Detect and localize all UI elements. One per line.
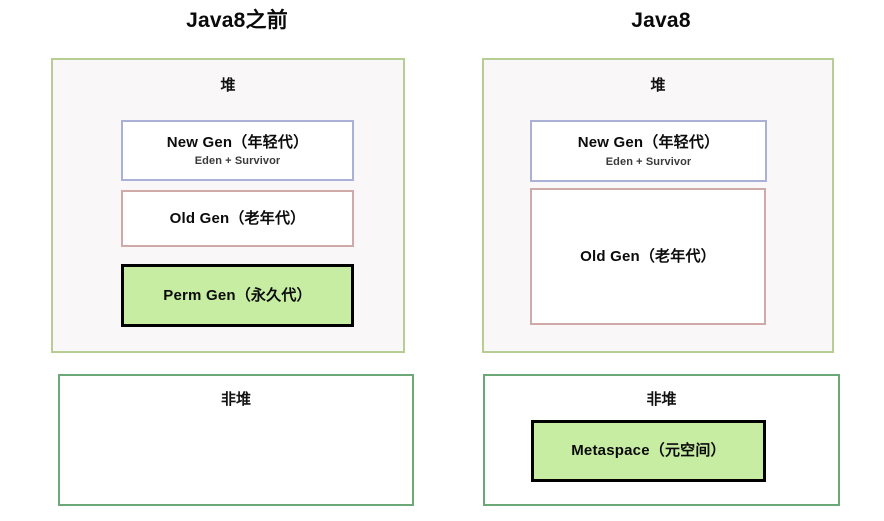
panel-title-pre-java8: Java8之前 bbox=[186, 9, 288, 32]
left-new-gen-subtitle: Eden + Survivor bbox=[194, 155, 281, 168]
right-metaspace-box: Metaspace（元空间） bbox=[531, 420, 766, 482]
panel-title-java8: Java8 bbox=[631, 9, 691, 32]
left-old-gen-box: Old Gen（老年代） bbox=[121, 190, 354, 247]
left-perm-gen-title: Perm Gen（永久代） bbox=[163, 286, 312, 304]
right-metaspace-title: Metaspace（元空间） bbox=[571, 442, 726, 460]
right-old-gen-box: Old Gen（老年代） bbox=[530, 188, 766, 325]
right-heap-label: 堆 bbox=[650, 77, 666, 94]
right-new-gen-subtitle: Eden + Survivor bbox=[605, 155, 692, 168]
left-perm-gen-box: Perm Gen（永久代） bbox=[121, 264, 354, 327]
left-new-gen-title: New Gen（年轻代） bbox=[166, 133, 309, 151]
right-old-gen-title: Old Gen（老年代） bbox=[580, 247, 716, 265]
left-old-gen-title: Old Gen（老年代） bbox=[169, 209, 306, 227]
left-heap-label: 堆 bbox=[220, 77, 236, 94]
right-nonheap-label: 非堆 bbox=[646, 391, 677, 408]
right-new-gen-title: New Gen（年轻代） bbox=[577, 134, 720, 152]
left-new-gen-box: New Gen（年轻代） Eden + Survivor bbox=[121, 120, 354, 181]
left-nonheap-label: 非堆 bbox=[220, 391, 251, 408]
left-nonheap-region: 非堆 bbox=[58, 374, 414, 506]
right-new-gen-box: New Gen（年轻代） Eden + Survivor bbox=[530, 120, 767, 182]
